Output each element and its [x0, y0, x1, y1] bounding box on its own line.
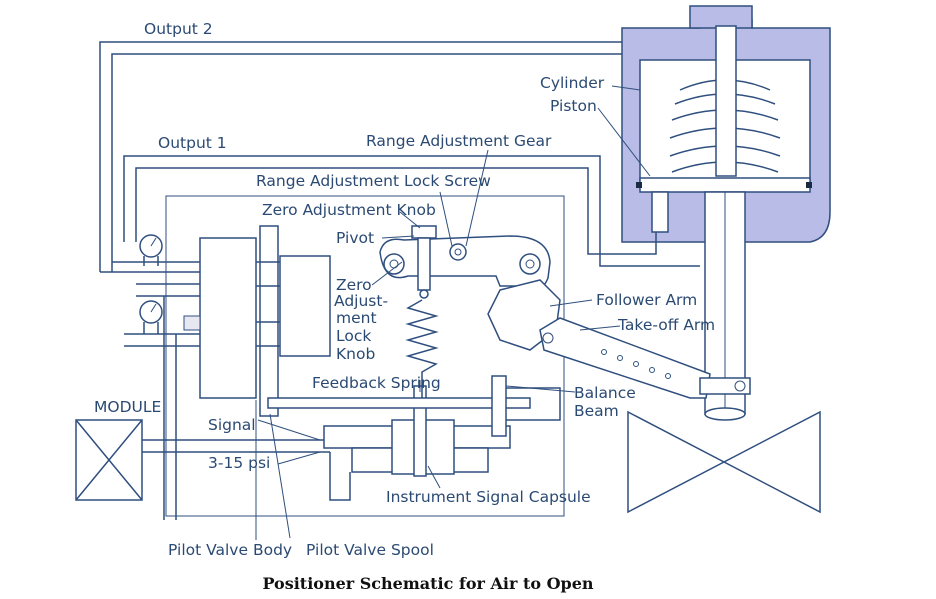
output2-line	[99, 41, 622, 272]
diagram-caption: Positioner Schematic for Air to Open	[262, 574, 593, 593]
left-pivot-wheel	[383, 253, 405, 275]
label-range-gear: Range Adjustment Gear	[366, 132, 552, 150]
pilot-valve-spool	[259, 225, 279, 417]
feedback-spring	[405, 299, 439, 398]
label-zero-lock-2: Adjust-	[334, 292, 388, 310]
cylinder-cap	[689, 5, 753, 29]
control-valve-symbol	[627, 410, 821, 514]
label-zero-lock-1: Zero	[336, 276, 372, 294]
label-zero-knob: Zero Adjustment Knob	[262, 201, 436, 219]
piston-rod-top	[715, 25, 737, 177]
label-piston: Piston	[550, 97, 597, 115]
output2-connect	[100, 261, 200, 273]
balance-beam	[267, 375, 561, 437]
label-zero-lock-3: ment	[336, 309, 377, 327]
pilot-valve-body	[199, 237, 257, 399]
label-feedback-spring: Feedback Spring	[312, 374, 441, 392]
label-module: MODULE	[94, 398, 161, 416]
cylinder-port	[651, 191, 669, 233]
stem-end	[704, 407, 746, 421]
module-box	[75, 419, 143, 501]
output-lines	[99, 41, 700, 273]
label-range-lock-screw: Range Adjustment Lock Screw	[256, 172, 491, 190]
label-zero-lock-4: Lock	[336, 327, 371, 345]
label-balance-beam-1: Balance	[574, 384, 636, 402]
label-zero-lock-5: Knob	[336, 345, 375, 363]
valve-bowtie	[627, 410, 821, 514]
label-capsule: Instrument Signal Capsule	[386, 488, 591, 506]
signal-capsule	[323, 385, 511, 501]
label-balance-beam-2: Beam	[574, 402, 619, 420]
piston-seal-right	[806, 182, 812, 188]
right-pivot-wheel	[519, 253, 541, 275]
label-takeoff-arm: Take-off Arm	[617, 316, 715, 334]
label-signal: Signal	[208, 416, 256, 434]
label-pivot: Pivot	[336, 229, 374, 247]
leader-lines	[255, 85, 651, 540]
zero-screw	[417, 237, 431, 291]
pilot-port-block	[279, 255, 331, 357]
zero-adjustment-knob	[411, 225, 437, 239]
signal-line	[142, 439, 330, 453]
gauge-output2	[139, 234, 163, 266]
piston	[639, 177, 811, 193]
pilot-valve	[124, 225, 331, 520]
gauge-output1	[139, 300, 163, 334]
label-pilot-spool: Pilot Valve Spool	[306, 541, 434, 559]
range-adjustment-gear	[449, 243, 467, 261]
label-signal-range: 3-15 psi	[208, 454, 270, 472]
label-output1: Output 1	[158, 134, 227, 152]
follower-arm	[487, 279, 751, 399]
output1-line	[123, 155, 700, 267]
label-output2: Output 2	[144, 20, 213, 38]
label-cylinder: Cylinder	[540, 74, 605, 92]
label-pilot-body: Pilot Valve Body	[168, 541, 292, 559]
piston-seal-left	[636, 182, 642, 188]
port-filter	[183, 315, 201, 331]
actuator-cylinder	[621, 5, 831, 421]
range-zero-assembly	[379, 225, 551, 299]
label-follower-arm: Follower Arm	[596, 291, 697, 309]
